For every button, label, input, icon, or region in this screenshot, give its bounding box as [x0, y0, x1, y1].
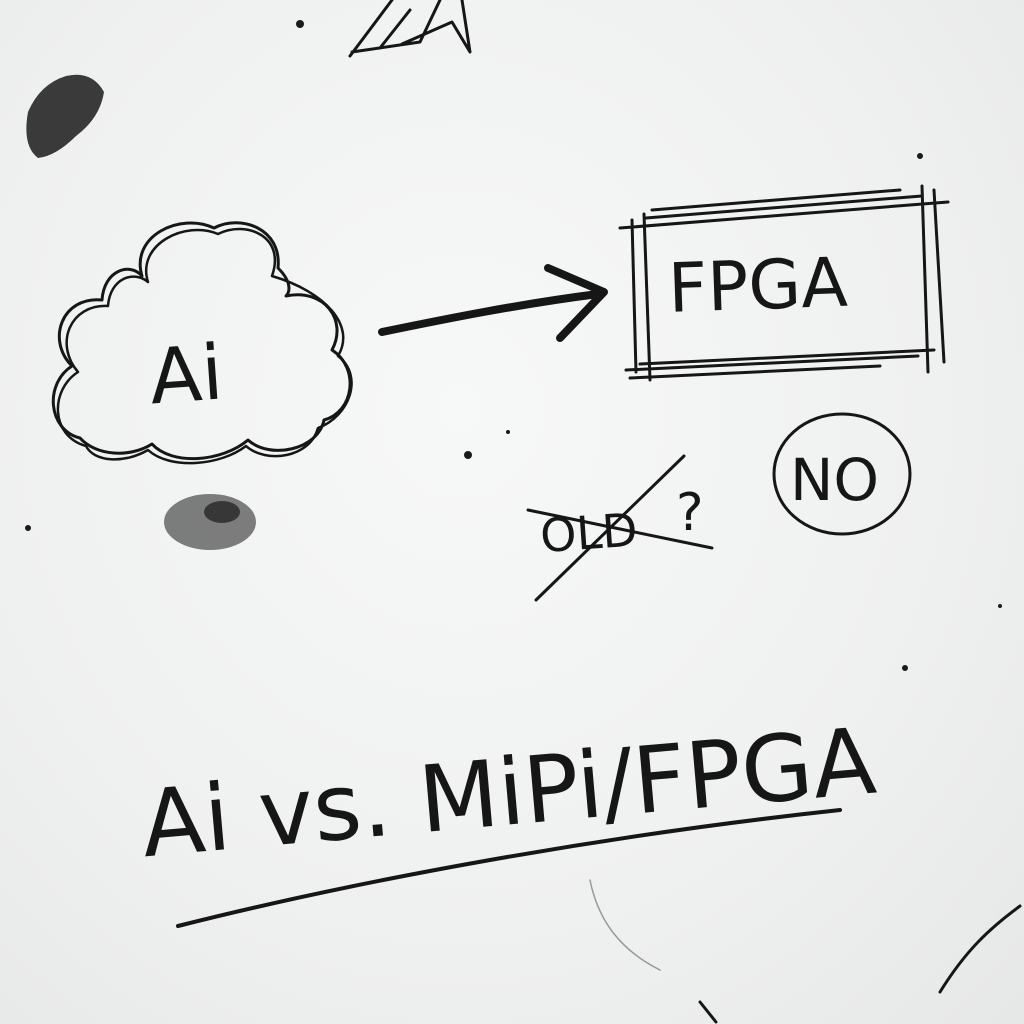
eraser-smudges: [25, 20, 1002, 671]
cloud-outline: [51, 221, 352, 461]
cloud-node-ai: Ai: [51, 221, 353, 465]
headline-text: Ai vs. MiPi/FPGA: [137, 708, 880, 879]
arrow-shaft: [378, 290, 602, 336]
speck: [464, 451, 472, 459]
circled-word: NO: [790, 446, 879, 514]
strike-line-horizontal: [526, 508, 714, 550]
question-mark: ?: [676, 483, 704, 543]
circle-outline: [772, 412, 912, 536]
speck: [917, 153, 923, 159]
scribble-bottom-right: [938, 904, 1022, 994]
speck: [902, 665, 908, 671]
scribble-bottom-center: [698, 1000, 718, 1024]
box-label: FPGA: [667, 244, 849, 329]
speck: [296, 20, 304, 28]
headline-underline: [176, 808, 842, 928]
smudge-mid-left-core: [204, 501, 240, 523]
box-node-fpga: FPGA: [618, 184, 950, 382]
box-outline: [618, 184, 950, 374]
arrow-head: [544, 264, 608, 342]
cloud-label: Ai: [147, 328, 226, 422]
arrow-ai-to-fpga: [378, 264, 608, 342]
speck: [506, 430, 510, 434]
headline: Ai vs. MiPi/FPGA: [137, 708, 880, 928]
smudge-top-left: [26, 74, 105, 158]
smudge-mid-left: [164, 494, 256, 550]
crossed-word: OLD: [538, 502, 639, 563]
speck: [25, 525, 31, 531]
box-outline-retrace: [628, 188, 946, 382]
scribble-top: [348, 0, 472, 58]
crossed-out-note: OLD ?: [526, 454, 714, 602]
speck: [998, 604, 1002, 608]
cloud-outline-retrace: [56, 227, 353, 465]
circled-note: NO: [772, 412, 912, 536]
faint-mark-bottom: [589, 879, 661, 971]
